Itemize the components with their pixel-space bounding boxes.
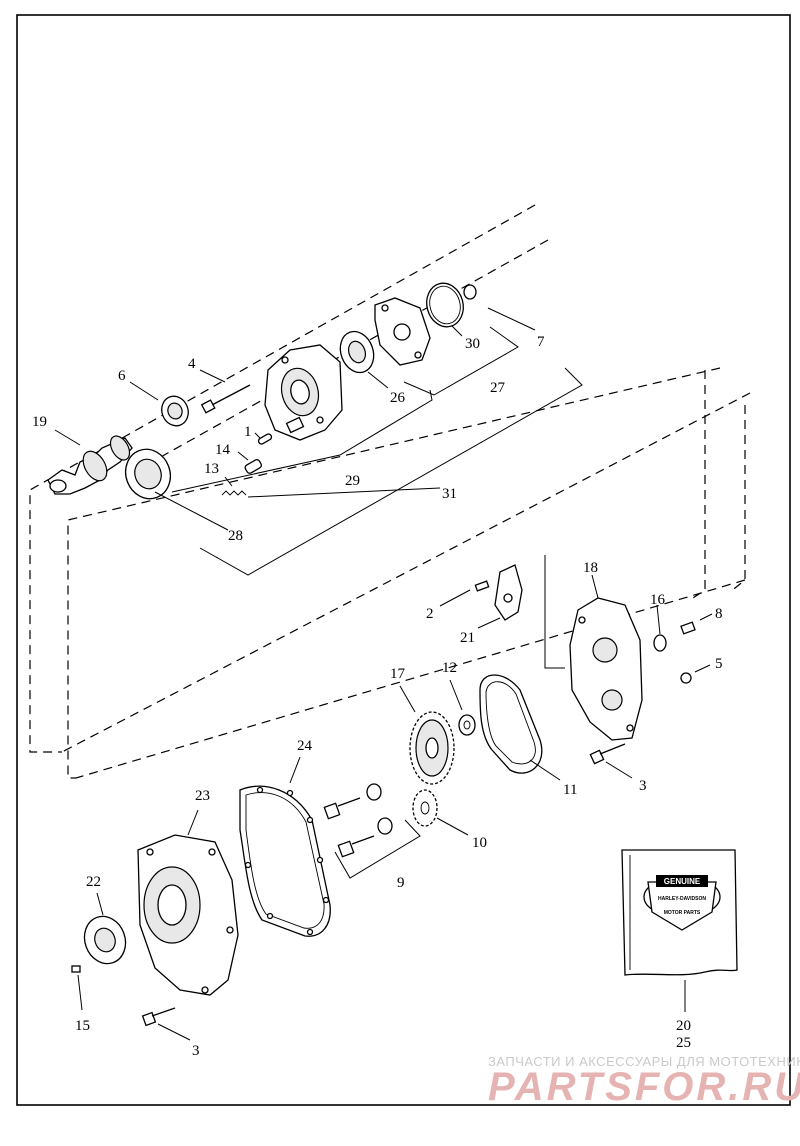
pump-cover-27: [374, 297, 431, 366]
callout-9: 9: [397, 875, 405, 891]
callout-3-bottom: 3: [192, 1043, 200, 1059]
group-brackets: [171, 307, 583, 879]
callout-8: 8: [715, 606, 723, 622]
bolt-3-bottom: [141, 1007, 191, 1041]
callout-6: 6: [118, 368, 126, 384]
bolt-4: [199, 369, 251, 414]
bolt-3-right: [589, 743, 633, 779]
callout-21: 21: [460, 630, 475, 646]
callout-28: 28: [228, 528, 243, 544]
callout-14: 14: [215, 442, 231, 458]
cam-cover-23: [137, 809, 239, 996]
callout-15: 15: [75, 1018, 90, 1034]
callout-1: 1: [244, 424, 252, 440]
tensioner-21: [439, 564, 523, 629]
gasket-24: [239, 756, 331, 937]
sprocket-10: [412, 789, 469, 836]
callout-27: 27: [490, 380, 506, 396]
callout-20: 20: [676, 1018, 691, 1034]
bearing-6: [129, 381, 189, 427]
small-parts-16-8-5: [653, 604, 713, 684]
callout-31: 31: [442, 486, 457, 502]
callout-30: 30: [465, 336, 480, 352]
callout-numbers: 1 2 3 4 5 6 7 8 9 10 11 12 13 14 15 16 1…: [32, 334, 723, 1059]
sprocket-17: [399, 685, 455, 785]
callout-29: 29: [345, 473, 360, 489]
kit-logo-bottom: MOTOR PARTS: [664, 910, 701, 916]
callout-26: 26: [390, 390, 406, 406]
callout-23: 23: [195, 788, 210, 804]
callout-18: 18: [583, 560, 598, 576]
o-ring-30: [426, 282, 477, 337]
diagram-frame: [16, 14, 791, 1106]
callout-10: 10: [472, 835, 487, 851]
alignment-lines: [29, 204, 751, 779]
bolts-washers-9: [323, 783, 393, 858]
callout-13: 13: [204, 461, 219, 477]
watermark-tagline: ЗАПЧАСТИ И АКСЕССУАРЫ ДЛЯ МОТОТЕХНИКИ: [488, 1054, 800, 1069]
callout-12: 12: [442, 660, 457, 676]
callout-4: 4: [188, 356, 196, 372]
callout-17: 17: [390, 666, 406, 682]
timer-plate-22: [71, 892, 127, 1011]
callout-19: 19: [32, 414, 47, 430]
callout-16: 16: [650, 592, 666, 608]
watermark-logo: PARTSFOR.RU: [488, 1065, 800, 1109]
camshaft-19: [47, 429, 133, 495]
small-parts-13-14-1: [221, 432, 273, 496]
callout-2: 2: [426, 606, 434, 622]
callout-11: 11: [563, 782, 577, 798]
callout-25: 25: [676, 1035, 691, 1051]
callout-24: 24: [297, 738, 313, 754]
callout-7: 7: [537, 334, 545, 350]
oil-pump-body-29: [264, 344, 343, 441]
callout-3: 3: [639, 778, 647, 794]
cam-support-plate-18: [569, 574, 643, 741]
kit-logo-top: GENUINE: [664, 877, 701, 886]
watermark: ЗАПЧАСТИ И АКСЕССУАРЫ ДЛЯ МОТОТЕХНИКИ PA…: [488, 1054, 800, 1109]
callout-5: 5: [715, 656, 723, 672]
gerotor-26: [339, 330, 389, 389]
callout-22: 22: [86, 874, 101, 890]
gerotor-outer-28: [124, 448, 229, 531]
chain-11: [479, 674, 561, 781]
kit-logo-mid: HARLEY-DAVIDSON: [658, 896, 706, 902]
kit-box-20: GENUINE HARLEY-DAVIDSON MOTOR PARTS: [621, 849, 738, 1012]
washer-12: [449, 679, 476, 736]
